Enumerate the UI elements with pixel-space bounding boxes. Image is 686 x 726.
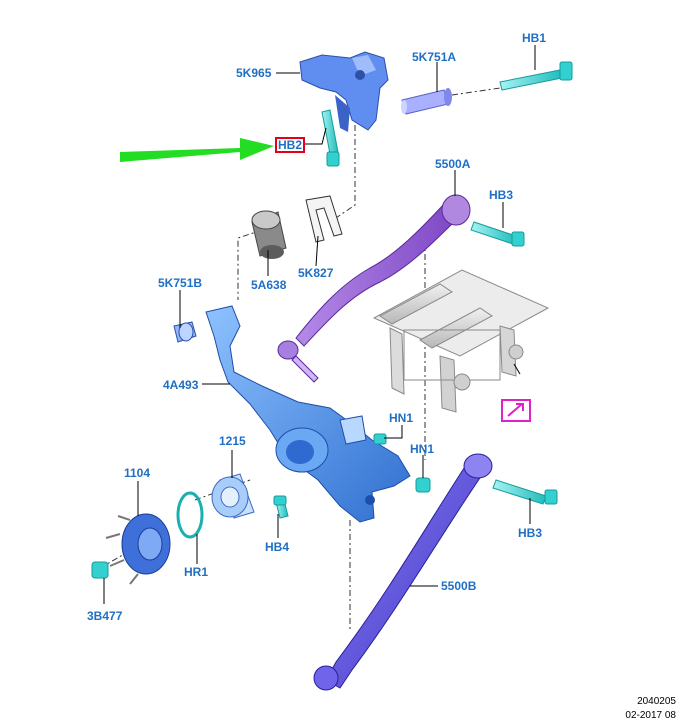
bolt-hb3-upper — [470, 221, 525, 247]
upper-mount-bracket — [299, 51, 389, 132]
part-label-5k965: 5K965 — [236, 66, 272, 80]
subframe-reference — [372, 269, 550, 413]
part-label-5500b: 5500B — [441, 579, 477, 593]
drawing-date-code: 02-2017 08 — [625, 710, 676, 721]
part-label-4a493: 4A493 — [163, 378, 199, 392]
drawing-number: 2040205 — [637, 696, 676, 707]
bolt-hb4 — [273, 495, 289, 519]
hub-1104 — [105, 513, 171, 585]
reference-arrow-icon — [501, 399, 531, 422]
nut-hn1-lower — [415, 477, 431, 493]
knuckle-4a493 — [205, 305, 411, 523]
bushing-5k751b — [173, 321, 197, 343]
bolt-hb1 — [499, 61, 573, 91]
nut-3b477 — [91, 561, 109, 579]
part-label-1104: 1104 — [124, 466, 151, 480]
part-label-3b477: 3B477 — [87, 609, 123, 623]
pointer-arrow-icon — [120, 138, 274, 162]
part-label-5500a: 5500A — [435, 157, 471, 171]
part-label-hb2: HB2 — [275, 137, 306, 153]
upper-link-5500a — [277, 194, 471, 383]
part-label-hr1: HR1 — [184, 565, 209, 579]
part-label-hn1-upper: HN1 — [389, 411, 414, 425]
bushing-5k751a — [401, 88, 452, 115]
part-label-hb3-lower: HB3 — [518, 526, 543, 540]
part-label-1215: 1215 — [219, 434, 246, 448]
bushing-5a638 — [251, 210, 287, 259]
part-label-5k751a: 5K751A — [412, 50, 457, 64]
bearing-1215 — [211, 473, 255, 519]
part-label-5a638: 5A638 — [251, 278, 287, 292]
part-label-hb4: HB4 — [265, 540, 290, 554]
part-label-hb1: HB1 — [522, 31, 547, 45]
lower-link-5500b — [313, 453, 493, 691]
snap-ring-hr1 — [176, 491, 204, 539]
bolt-hb3-lower — [492, 479, 558, 505]
part-label-hb3-upper: HB3 — [489, 188, 514, 202]
clip-5k827 — [305, 195, 343, 243]
nut-hn1-upper — [373, 433, 387, 445]
leader-lines — [103, 45, 536, 604]
part-label-5k827: 5K827 — [298, 266, 334, 280]
part-label-5k751b: 5K751B — [158, 276, 203, 290]
part-label-hn1-lower: HN1 — [410, 442, 435, 456]
bolt-hb2 — [321, 109, 340, 167]
